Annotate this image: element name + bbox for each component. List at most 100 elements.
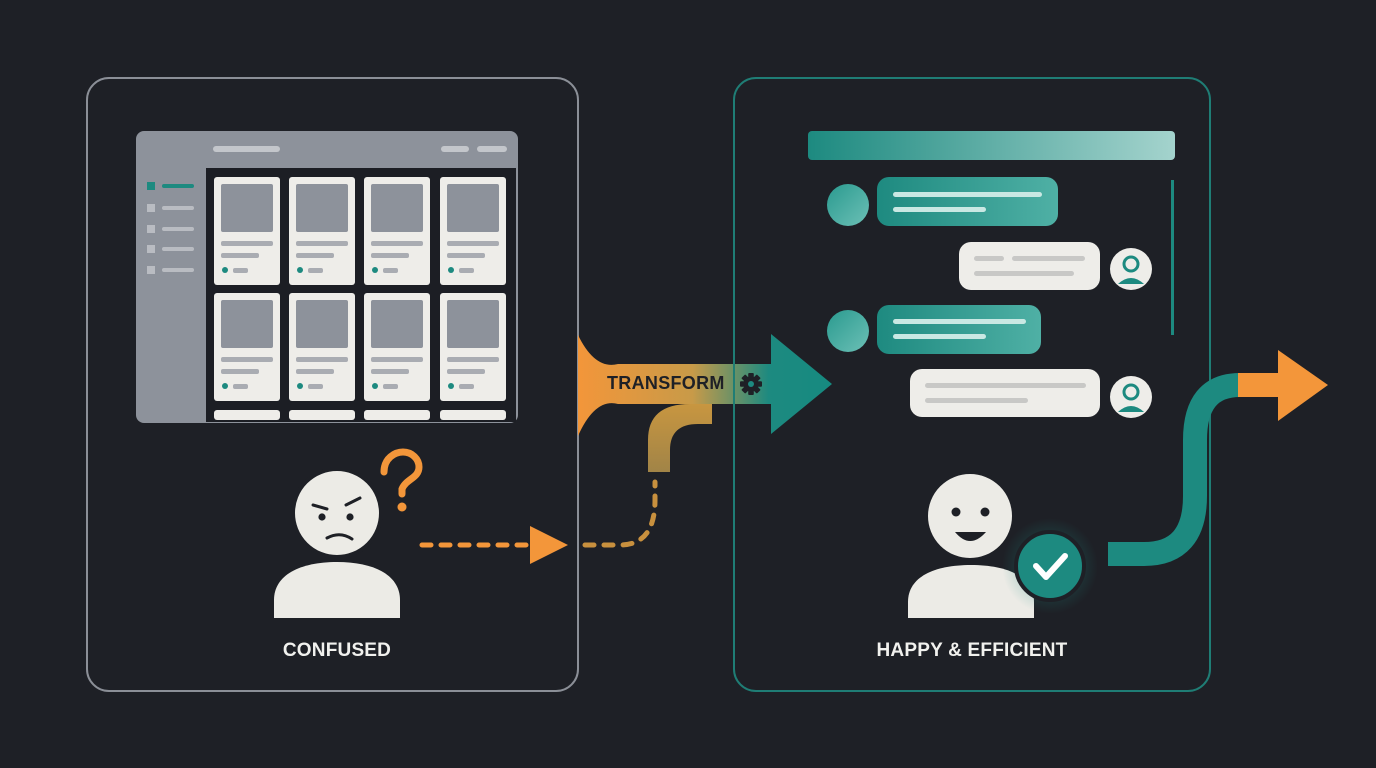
card-status-dot: [222, 383, 228, 389]
sidebar-item-active-label: [162, 184, 194, 188]
card-text-line: [447, 241, 499, 246]
card-thumbnail: [447, 300, 499, 348]
card-thumbnail: [296, 300, 348, 348]
transform-arrow-body: [578, 334, 832, 436]
card-status-dot: [372, 383, 378, 389]
card-text-line: [221, 253, 259, 258]
message-line: [925, 398, 1028, 403]
dotted-arrowhead: [530, 526, 568, 564]
message-line: [893, 192, 1042, 197]
dashboard-card-grid: [214, 177, 506, 420]
happy-smile: [955, 532, 986, 541]
transform-label: TRANSFORM: [607, 373, 725, 393]
after-caption: HAPPY & EFFICIENT: [876, 640, 1068, 661]
confused-person-body: [274, 562, 400, 618]
card-meta-line: [308, 384, 323, 389]
happy-eye: [951, 507, 961, 517]
message-line: [893, 207, 986, 212]
user-message-bubble: [910, 369, 1100, 417]
card-text-line: [296, 241, 348, 246]
card-text-line: [447, 369, 485, 374]
card-status-dot: [372, 267, 378, 273]
confused-mouth: [325, 533, 354, 541]
card-text-line: [371, 241, 423, 246]
dashboard-card: [289, 410, 355, 420]
transform-arrow-stem: [648, 404, 712, 472]
card-text-line: [296, 369, 334, 374]
card-text-line: [371, 369, 409, 374]
dashboard-card: [440, 410, 506, 420]
card-status-dot: [448, 383, 454, 389]
before-caption: CONFUSED: [282, 640, 392, 661]
confused-brow: [311, 503, 329, 511]
card-meta-line: [383, 384, 398, 389]
card-text-line: [221, 369, 259, 374]
card-meta-line: [308, 268, 323, 273]
card-thumbnail: [371, 300, 423, 348]
transform-arrow: [578, 334, 832, 472]
message-line: [1012, 256, 1085, 261]
message-line: [974, 271, 1074, 276]
message-line: [925, 383, 1086, 388]
confused-brow: [344, 496, 362, 507]
card-thumbnail: [296, 184, 348, 232]
dashboard-topbar-action: [441, 146, 469, 152]
sidebar-item-label: [162, 227, 194, 231]
assistant-avatar: [827, 310, 869, 352]
outcome-arrow-orange-segment: [1238, 373, 1280, 397]
dashboard-card: [214, 410, 280, 420]
card-meta-line: [233, 268, 248, 273]
card-text-line: [221, 357, 273, 362]
chat-scrollbar: [1171, 180, 1174, 335]
card-meta-line: [383, 268, 398, 273]
sidebar-item-label: [162, 268, 194, 272]
outcome-arrow: [1108, 350, 1328, 566]
card-meta-line: [233, 384, 248, 389]
sidebar-item: [147, 245, 155, 253]
card-meta-line: [459, 268, 474, 273]
confused-eye: [346, 513, 354, 521]
sidebar-item-active: [147, 182, 155, 190]
card-thumbnail: [221, 184, 273, 232]
confused-person-head: [291, 467, 383, 559]
dashboard-topbar-title: [213, 146, 280, 152]
card-text-line: [371, 253, 409, 258]
dotted-journey-path: [419, 479, 658, 564]
message-line: [893, 319, 1026, 324]
outcome-arrow-stem: [1108, 373, 1241, 566]
check-circle-icon: [1002, 518, 1098, 614]
chat-interface-mockup: [808, 131, 1175, 418]
card-text-line: [296, 357, 348, 362]
happy-person-head: [924, 470, 1016, 562]
confused-eye: [318, 513, 326, 521]
card-thumbnail: [221, 300, 273, 348]
user-message-bubble: [959, 242, 1100, 290]
happy-person-icon: [908, 470, 1034, 618]
card-meta-line: [459, 384, 474, 389]
happy-person-body: [908, 565, 1034, 618]
dashboard-topbar-action: [477, 146, 507, 152]
card-status-dot: [297, 267, 303, 273]
dashboard-sidebar: [147, 182, 194, 274]
card-status-dot: [448, 267, 454, 273]
assistant-avatar: [827, 184, 869, 226]
user-avatar-icon: [1110, 376, 1152, 418]
chat-header-bar: [808, 131, 1175, 160]
sidebar-item-label: [162, 206, 194, 210]
card-status-dot: [297, 383, 303, 389]
card-text-line: [296, 253, 334, 258]
card-thumbnail: [447, 184, 499, 232]
sidebar-item-label: [162, 247, 194, 251]
gear-icon: [740, 373, 762, 395]
user-avatar-icon: [1110, 248, 1152, 290]
cluttered-dashboard-mockup: [136, 131, 518, 423]
card-thumbnail: [371, 184, 423, 232]
sidebar-item: [147, 266, 155, 274]
sidebar-item: [147, 225, 155, 233]
message-line: [893, 334, 986, 339]
happy-eye: [980, 507, 990, 517]
card-text-line: [447, 253, 485, 258]
assistant-message-bubble: [877, 177, 1058, 226]
assistant-message-bubble: [877, 305, 1041, 354]
